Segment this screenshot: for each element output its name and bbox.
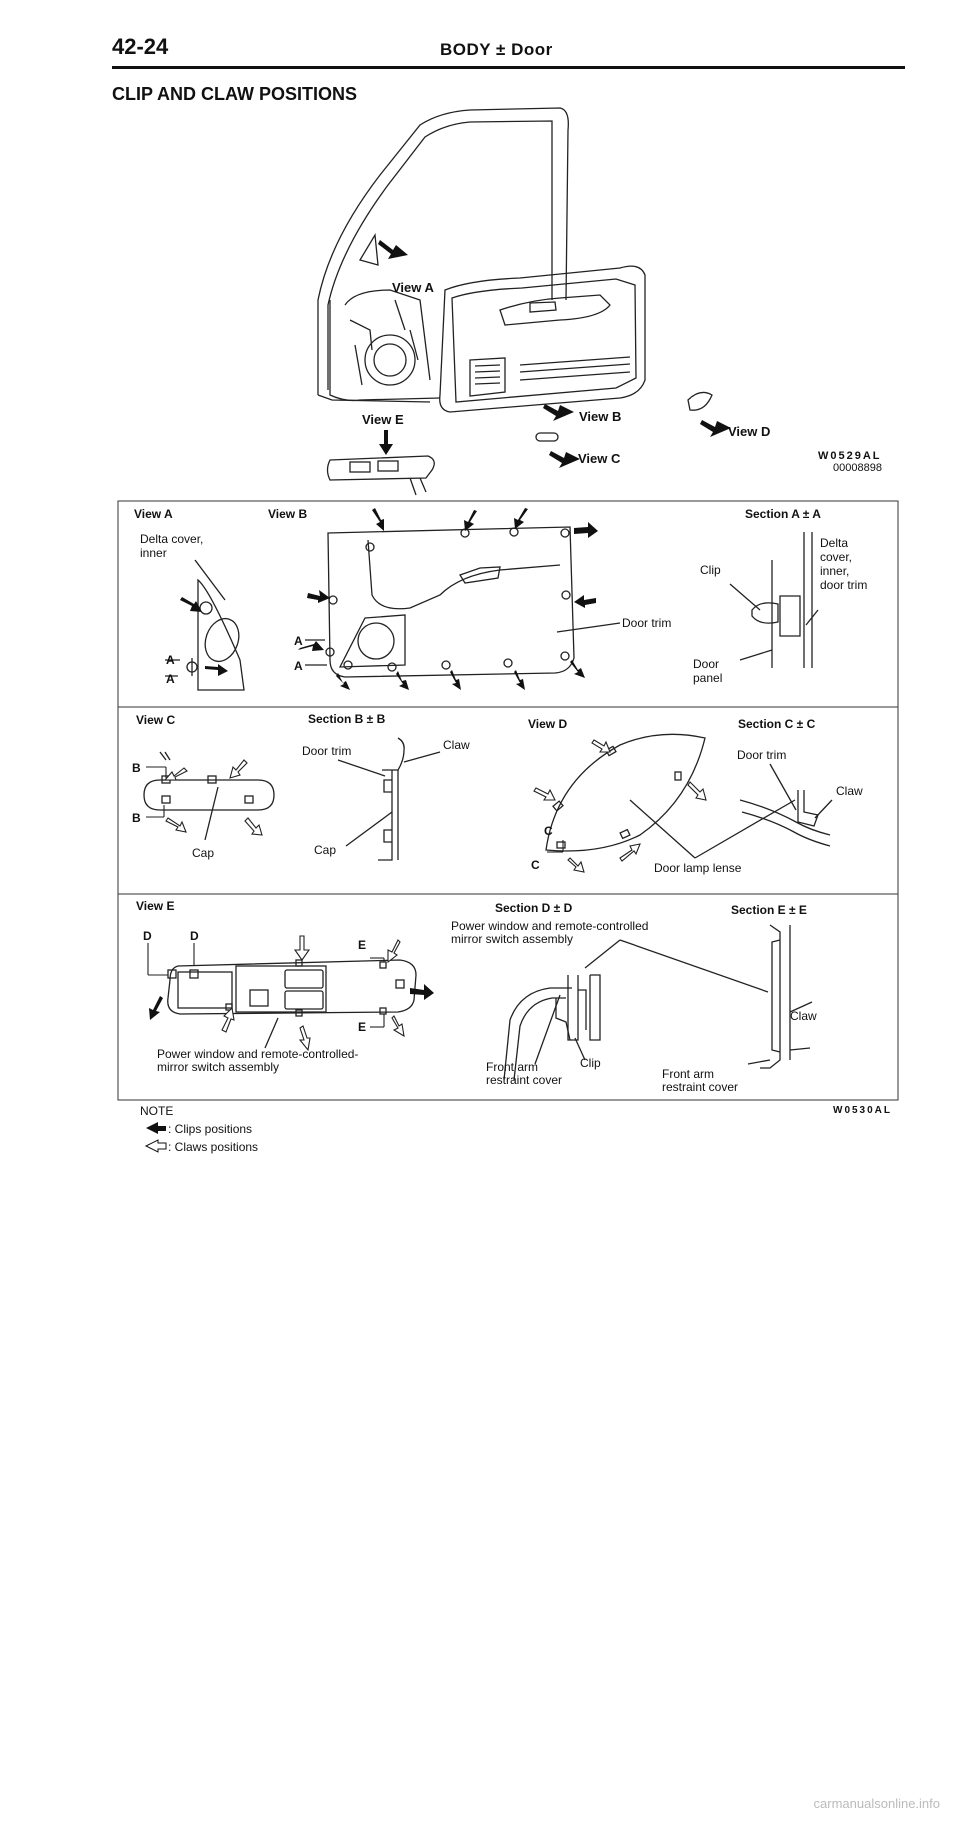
section-a-delta-line4: door trim: [820, 578, 867, 592]
section-d-front-arm-label: Front arm restraint cover: [486, 1060, 562, 1087]
view-d-marker-2: C: [531, 858, 540, 872]
label-view-a-top: View A: [392, 280, 435, 295]
figure1-number: 00008898: [833, 462, 882, 474]
section-c-heading: Section C ± C: [738, 717, 816, 731]
section-b-cap-label: Cap: [314, 843, 336, 857]
door-frame-drawing: [317, 107, 713, 496]
view-a-delta-line1: Delta cover,: [140, 532, 203, 546]
section-e-front-arm-label: Front arm restraint cover: [662, 1067, 738, 1094]
section-a-delta-line1: Delta: [820, 536, 848, 550]
view-e-clip-arrows: [149, 984, 434, 1020]
view-b-heading: View B: [268, 507, 307, 521]
note-claws-label: : Claws positions: [168, 1140, 258, 1154]
view-c-cap-label: Cap: [192, 846, 214, 860]
section-e-front-arm-line1: Front arm: [662, 1067, 714, 1081]
view-b-door-trim: [305, 526, 621, 678]
section-d-front-arm-line1: Front arm: [486, 1060, 538, 1074]
page-number: 42-24: [112, 34, 169, 59]
section-c-door-trim-label: Door trim: [737, 748, 786, 762]
figure1-code: W0529AL: [818, 450, 882, 462]
view-e-marker-d1: D: [143, 929, 152, 943]
view-d-lense-drawing: [545, 733, 796, 859]
view-e-marker-e2: E: [358, 1020, 366, 1034]
view-arrows: [378, 240, 731, 468]
section-d-assembly-line1: Power window and remote-controlled: [451, 919, 648, 933]
section-a-drawing: [729, 532, 819, 668]
section-title: BODY ± Door: [440, 40, 553, 59]
note-heading: NOTE: [140, 1104, 173, 1118]
view-d-lense-label: Door lamp lense: [654, 861, 742, 875]
section-e-heading: Section E ± E: [731, 903, 807, 917]
view-c-marker-1: B: [132, 761, 141, 775]
section-b-drawing: [337, 737, 441, 861]
page-title: CLIP AND CLAW POSITIONS: [112, 84, 358, 104]
section-b-door-trim-label: Door trim: [302, 744, 351, 758]
view-a-delta-line2: inner: [140, 546, 167, 560]
section-a-door-panel-line2: panel: [693, 671, 722, 685]
section-b-claw-label: Claw: [443, 738, 470, 752]
view-e-markers: [147, 943, 385, 1028]
section-d-clip-label: Clip: [580, 1056, 601, 1070]
section-c-claw-label: Claw: [836, 784, 863, 798]
section-e-drawing: [619, 924, 813, 1069]
view-b-door-trim-label: Door trim: [622, 616, 671, 630]
view-a-marker-1: A: [166, 653, 175, 667]
section-a-door-panel-line1: Door: [693, 657, 719, 671]
section-d-drawing: [503, 939, 621, 1081]
section-a-delta-line2: cover,: [820, 550, 852, 564]
footer-watermark[interactable]: carmanualsonline.info: [813, 1796, 940, 1811]
view-e-assembly-line1: Power window and remote-controlled-: [157, 1047, 358, 1061]
view-d-marker-1: C: [544, 824, 553, 838]
view-c-marker-2: B: [132, 811, 141, 825]
section-e-front-arm-line2: restraint cover: [662, 1080, 738, 1094]
section-a-delta-label: Delta cover, inner, door trim: [820, 536, 867, 592]
view-d-markers: [547, 840, 564, 853]
figure2-code: W0530AL: [833, 1105, 892, 1116]
section-e-claw-label: Claw: [790, 1009, 817, 1023]
view-b-marker-1: A: [294, 634, 303, 648]
label-view-b-top: View B: [579, 409, 621, 424]
note-claw-symbol: [144, 1139, 167, 1153]
view-e-marker-e1: E: [358, 938, 366, 952]
section-a-door-panel-label: Door panel: [693, 657, 722, 685]
section-c-drawing: [739, 763, 833, 847]
label-view-c-top: View C: [578, 451, 621, 466]
view-d-heading: View D: [528, 717, 567, 731]
section-d-assembly-label: Power window and remote-controlled mirro…: [451, 919, 652, 946]
header-rule: [112, 66, 905, 69]
view-b-clip-arrows: [298, 508, 598, 690]
view-a-delta-cover: [165, 559, 245, 691]
section-d-heading: Section D ± D: [495, 901, 573, 915]
view-a-marker-2: A: [166, 672, 175, 686]
view-e-marker-d2: D: [190, 929, 199, 943]
section-a-clip-label: Clip: [700, 563, 721, 577]
section-d-assembly-line2: mirror switch assembly: [451, 932, 573, 946]
view-e-assembly-line2: mirror switch assembly: [157, 1060, 279, 1074]
section-a-heading: Section A ± A: [745, 507, 821, 521]
view-c-heading: View C: [136, 713, 175, 727]
note-clips-label: : Clips positions: [168, 1122, 252, 1136]
note-clip-symbol: [146, 1122, 166, 1134]
section-a-delta-line3: inner,: [820, 564, 849, 578]
view-e-claw-arrows: [221, 935, 405, 1052]
view-c-markers: [146, 766, 167, 818]
view-d-claw-arrows: [533, 739, 707, 873]
view-e-heading: View E: [136, 899, 174, 913]
view-e-assembly-drawing: [167, 959, 417, 1049]
view-a-heading: View A: [134, 507, 173, 521]
view-a-clip-arrows: [180, 597, 228, 676]
panel-borders: [117, 500, 899, 1101]
section-d-front-arm-line2: restraint cover: [486, 1073, 562, 1087]
view-a-delta-label: Delta cover, inner: [140, 532, 207, 560]
section-b-heading: Section B ± B: [308, 712, 386, 726]
view-b-marker-2: A: [294, 659, 303, 673]
view-e-assembly-label: Power window and remote-controlled- mirr…: [157, 1047, 362, 1074]
label-view-d-top: View D: [728, 424, 770, 439]
label-view-e-top: View E: [362, 412, 404, 427]
view-c-claw-arrows: [163, 759, 263, 836]
